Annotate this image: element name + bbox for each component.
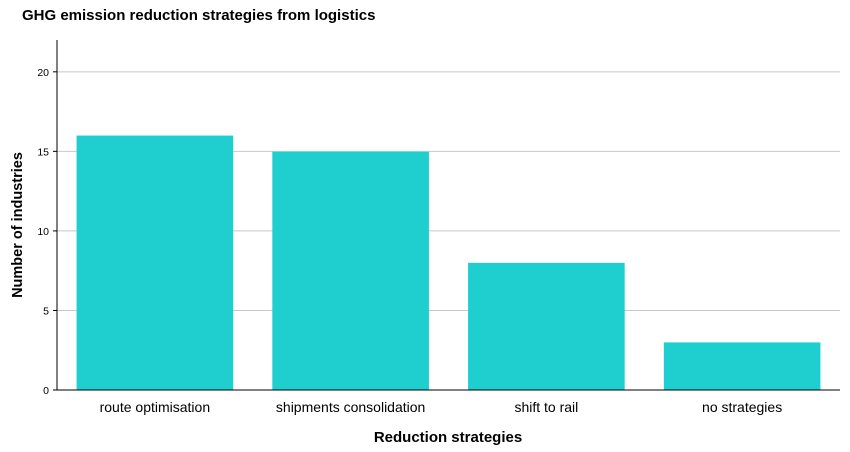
x-tick-label: shipments consolidation [276,399,425,415]
y-tick-label: 20 [37,67,49,79]
y-tick-label: 10 [37,226,49,238]
y-tick-label: 5 [43,305,49,317]
x-tick-label: route optimisation [100,399,211,415]
bar-1 [76,135,234,390]
y-tick-label: 0 [43,385,49,397]
y-tick-label: 15 [37,146,49,158]
bar-2 [272,151,429,390]
chart-title: GHG emission reduction strategies from l… [22,7,376,24]
bar-3 [468,262,625,390]
x-axis-label: Reduction strategies [373,429,523,446]
x-tick-label: no strategies [702,399,782,415]
bar-4 [663,342,821,390]
x-tick-label: shift to rail [514,399,578,415]
